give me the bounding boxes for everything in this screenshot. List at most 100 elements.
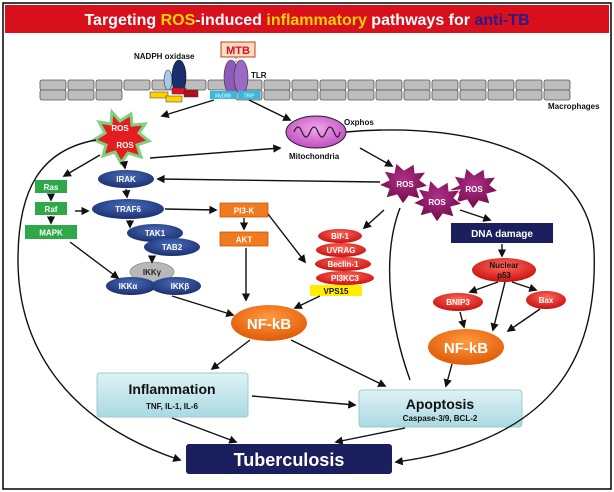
arrow-mito-ros <box>359 147 394 167</box>
myd88-label: MyD88 <box>215 94 231 100</box>
arrow-pi3k-autophagy <box>267 213 307 264</box>
uvrag-label: UVRAG <box>327 246 356 255</box>
nfkb-label-right: NF-kB <box>444 340 488 357</box>
mapk-node: MAPK <box>25 225 77 239</box>
arrow-irak-traf6 <box>121 188 131 199</box>
trif-box <box>238 91 260 99</box>
arrow-nfkb-inflammation <box>210 339 251 371</box>
pi3k-label: PI3-K <box>234 207 255 216</box>
ros-label-4: ROS <box>465 185 483 194</box>
raf-node: Raf <box>35 202 67 215</box>
tak1-label: TAK1 <box>145 229 166 238</box>
ros-label-3: ROS <box>396 180 414 189</box>
title-ros: ROS <box>161 12 196 29</box>
arrow-ros-bif1 <box>362 209 385 230</box>
arrow-nfkb-apoptosis <box>290 339 387 387</box>
nfkb-node-right: NF-kB <box>428 329 504 365</box>
nfkb-label-left: NF-kB <box>247 316 291 333</box>
inflammation-label: Inflammation <box>128 381 215 397</box>
arrow-p53-bax <box>511 281 538 292</box>
arrow-apoptosis-tb <box>334 427 406 445</box>
nuclear-p53-node: Nuclear p53 <box>472 258 536 282</box>
nfkb-node-left: NF-kB <box>231 305 307 341</box>
akt-label: AKT <box>236 236 253 245</box>
ikka-node: IKKα <box>106 277 156 295</box>
mitochondria-node <box>285 115 347 149</box>
bif1-node: Bif-1 <box>318 229 362 243</box>
inflammation-sub-label: TNF, IL-1, IL-6 <box>146 402 199 411</box>
apoptosis-sub-label: Caspase-3/9, BCL-2 <box>403 414 478 423</box>
ikkb-node: IKKβ <box>151 277 201 295</box>
ikkg-label: IKKγ <box>143 268 162 277</box>
ras-node: Ras <box>35 180 67 193</box>
ras-label: Ras <box>44 183 59 192</box>
uvrag-node: UVRAG <box>316 243 366 257</box>
ros-label-1: ROS <box>111 124 129 133</box>
arrow-traf6-pi3k <box>164 205 218 215</box>
arrow-mito-tb-right <box>345 129 595 466</box>
ros-burst-node: ROS ROS <box>90 108 153 166</box>
nuclear-label: Nuclear <box>489 261 518 270</box>
beclin1-label: Beclin-1 <box>327 260 359 269</box>
pi3k-node: PI3-K <box>219 202 269 218</box>
title-inflammatory: inflammatory <box>266 12 367 29</box>
myd88-box <box>210 91 236 99</box>
inflammation-node: Inflammation TNF, IL-1, IL-6 <box>96 372 249 418</box>
bnip3-label: BNIP3 <box>446 298 470 307</box>
arrow-ros-side <box>388 207 411 381</box>
ros-label-2: ROS <box>116 141 134 150</box>
arrow-ros-irak-long <box>156 174 381 184</box>
akt-node: AKT <box>219 231 269 247</box>
arrow-inflammation-tb <box>171 417 238 444</box>
tak1-node: TAK1 <box>127 224 183 242</box>
ikkb-label: IKKβ <box>171 282 190 291</box>
pathway-arrows <box>17 99 595 466</box>
ikka-label: IKKα <box>119 282 138 291</box>
arrow-nfkb-apoptosis-right <box>443 363 453 388</box>
apoptosis-node: Apoptosis Caspase-3/9, BCL-2 <box>358 389 523 428</box>
irak-label: IRAK <box>116 175 136 184</box>
ros-label-5: ROS <box>428 198 446 207</box>
arrow-ros-mito <box>149 144 282 159</box>
title-antitb: anti-TB <box>474 12 529 29</box>
nadph-label: NADPH oxidase <box>134 52 195 61</box>
arrow-inflammation-apoptosis <box>251 395 357 409</box>
title-bar: Targeting ROS-induced inflammatory pathw… <box>5 5 609 33</box>
trif-label: TRIF <box>243 94 254 100</box>
arrow-ros-ras <box>62 154 101 177</box>
vps15-node: VPS15 <box>310 285 362 296</box>
arrow-ros-dna <box>459 209 492 222</box>
raf-label: Raf <box>45 205 58 214</box>
title-text: Targeting ROS-induced inflammatory pathw… <box>84 12 529 29</box>
arrow-p53-nfkb <box>490 281 506 332</box>
tab2-node: TAB2 <box>144 238 200 256</box>
oxphos-label: Oxphos <box>344 118 374 127</box>
bax-label: Bax <box>539 296 554 305</box>
title-part3: pathways for <box>367 12 475 29</box>
arrow-bax-nfkb <box>506 308 541 332</box>
mtb-box: MTB <box>220 41 256 68</box>
tab2-label: TAB2 <box>162 243 183 252</box>
beclin1-node: Beclin-1 <box>315 257 371 271</box>
arrow-ros-irak <box>119 160 129 170</box>
arrow-ros-tb-left <box>17 139 182 462</box>
mapk-label: MAPK <box>39 229 63 238</box>
arrow-ikk-nfkb <box>171 295 235 318</box>
title-part1: Targeting <box>84 12 160 29</box>
tuberculosis-label: Tuberculosis <box>234 450 345 470</box>
arrow-myd88-ros <box>160 99 215 119</box>
arrow-trif-mito <box>248 99 292 121</box>
arrow-mapk-ikk <box>69 241 120 280</box>
bnip3-node: BNIP3 <box>433 293 483 311</box>
pi3kc3-node: PI3KC3 <box>316 271 374 285</box>
apoptosis-label: Apoptosis <box>406 396 475 412</box>
tlr-label: TLR <box>251 71 267 80</box>
p53-label: p53 <box>497 271 511 280</box>
arrow-bnip3-nfkb <box>458 311 467 329</box>
irak-node: IRAK <box>98 170 154 188</box>
arrow-p53-bnip3 <box>468 281 499 294</box>
dna-damage-label: DNA damage <box>471 229 533 240</box>
tuberculosis-node: Tuberculosis <box>186 444 392 474</box>
